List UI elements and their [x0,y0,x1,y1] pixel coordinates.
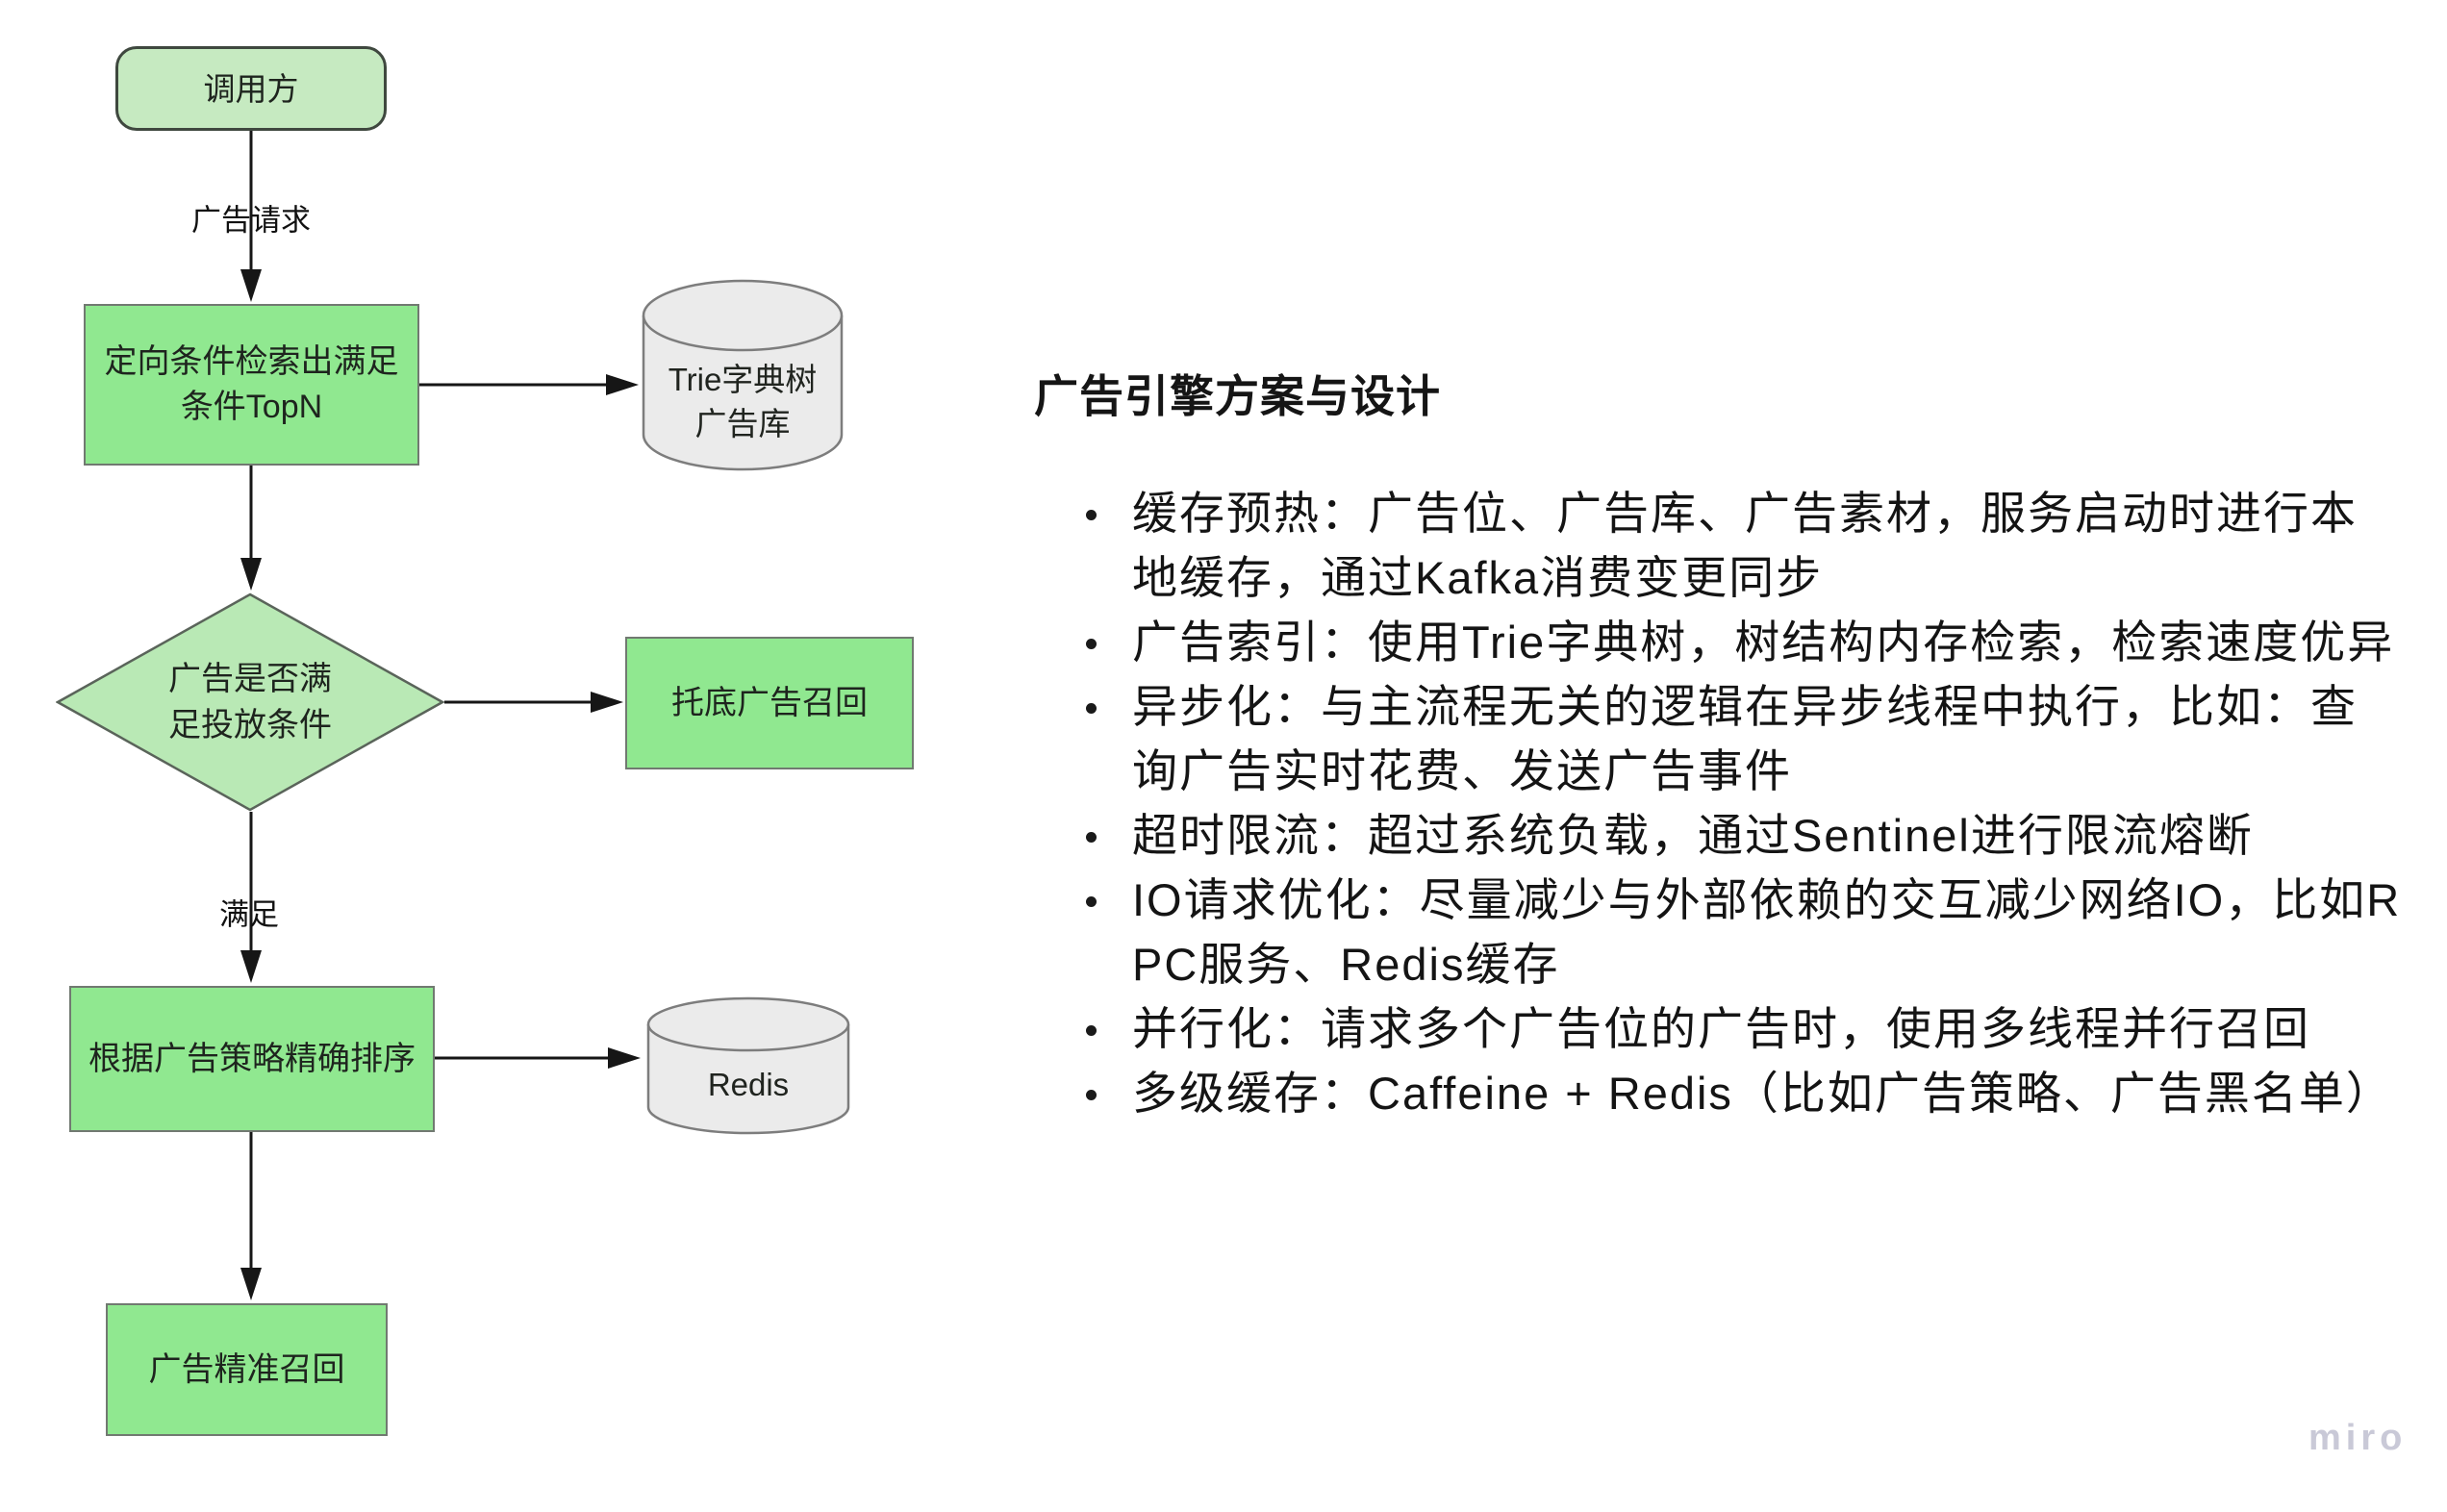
note-text: 广告索引：使用Trie字典树，树结构内存检索，检索速度优异 [1132,617,2395,668]
note-text: 超时限流：超过系统负载，通过Sentinel进行限流熔断 [1132,810,2254,861]
note-text: 异步化：与主流程无关的逻辑在异步线程中执行，比如：查 询广告实时花费、发送广告事… [1132,681,2358,796]
bullet-dot-icon [1086,1025,1097,1036]
bullet-dot-icon [1086,896,1097,907]
note-text: 缓存预热：广告位、广告库、广告素材，服务启动时进行本 地缓存，通过Kafka消费… [1132,488,2358,603]
diamond-shape-icon [56,592,444,812]
list-item: 广告索引：使用Trie字典树，树结构内存检索，检索速度优异 [1070,610,2447,674]
edge-label-satisfied: 满足 [219,897,279,932]
node-precise-recall-label: 广告精准召回 [148,1350,345,1388]
node-retrieve-topn[interactable]: 定向条件检索出满足 条件TopN [84,304,419,466]
edge-label-ad-request: 广告请求 [191,203,311,238]
list-item: 超时限流：超过系统负载，通过Sentinel进行限流熔断 [1070,803,2447,868]
arrow-head-down-icon [240,950,262,983]
bullet-col [1070,996,1132,1061]
arrow-head-down-icon [240,558,262,591]
node-fallback-recall[interactable]: 托底广告召回 [625,637,914,769]
arrow-head-right-icon [606,374,639,395]
bullet-col [1070,610,1132,674]
node-fallback-recall-label: 托底广告召回 [671,684,868,721]
bullet-col [1070,674,1132,739]
node-precise-recall[interactable]: 广告精准召回 [106,1303,388,1436]
arrow-head-right-icon [608,1047,641,1069]
bullet-dot-icon [1086,639,1097,649]
miro-logo: miro [2308,1418,2408,1458]
node-caller[interactable]: 调用方 [115,46,387,131]
node-trie-database[interactable]: Trie字典树 广告库 [642,277,844,471]
node-rank-by-strategy[interactable]: 根据广告策略精确排序 [69,986,435,1132]
node-decision-delivery-conditions[interactable]: 广告是否满 足投放条件 [56,592,444,812]
database-cylinder-icon [642,279,844,471]
node-redis-database[interactable]: Redis [646,995,850,1136]
notes-list[interactable]: 缓存预热：广告位、广告库、广告素材，服务启动时进行本 地缓存，通过Kafka消费… [1070,481,2447,1125]
list-item: 多级缓存：Caffeine + Redis（比如广告策略、广告黑名单） [1070,1061,2447,1125]
list-item: 异步化：与主流程无关的逻辑在异步线程中执行，比如：查 询广告实时花费、发送广告事… [1070,674,2447,803]
database-cylinder-icon [646,996,850,1135]
node-caller-label: 调用方 [203,70,299,107]
arrow-head-down-icon [240,1268,262,1300]
notes-title: 广告引擎方案与设计 [1034,371,1441,421]
bullet-dot-icon [1086,1090,1097,1100]
arrow-head-down-icon [240,269,262,302]
bullet-col [1070,803,1132,868]
node-redis-database-label: Redis [707,1067,790,1102]
node-trie-database-label: Trie字典树 广告库 [668,362,818,441]
note-text: 多级缓存：Caffeine + Redis（比如广告策略、广告黑名单） [1132,1068,2393,1119]
node-decision-label: 广告是否满 足投放条件 [168,661,332,743]
list-item: IO请求优化：尽量减少与外部依赖的交互减少网络IO，比如R PC服务、Redis… [1070,868,2447,996]
bullet-col [1070,481,1132,545]
node-rank-by-strategy-label: 根据广告策略精确排序 [88,1040,416,1077]
arrow-head-right-icon [591,692,623,713]
bullet-dot-icon [1086,510,1097,520]
bullet-col [1070,868,1132,932]
bullet-col [1070,1061,1132,1125]
note-text: 并行化：请求多个广告位的广告时，使用多线程并行召回 [1132,1003,2310,1054]
bullet-dot-icon [1086,703,1097,714]
bullet-dot-icon [1086,832,1097,843]
note-text: IO请求优化：尽量减少与外部依赖的交互减少网络IO，比如R PC服务、Redis… [1132,874,2402,990]
list-item: 缓存预热：广告位、广告库、广告素材，服务启动时进行本 地缓存，通过Kafka消费… [1070,481,2447,610]
list-item: 并行化：请求多个广告位的广告时，使用多线程并行召回 [1070,996,2447,1061]
node-retrieve-topn-label: 定向条件检索出满足 条件TopN [104,343,399,425]
